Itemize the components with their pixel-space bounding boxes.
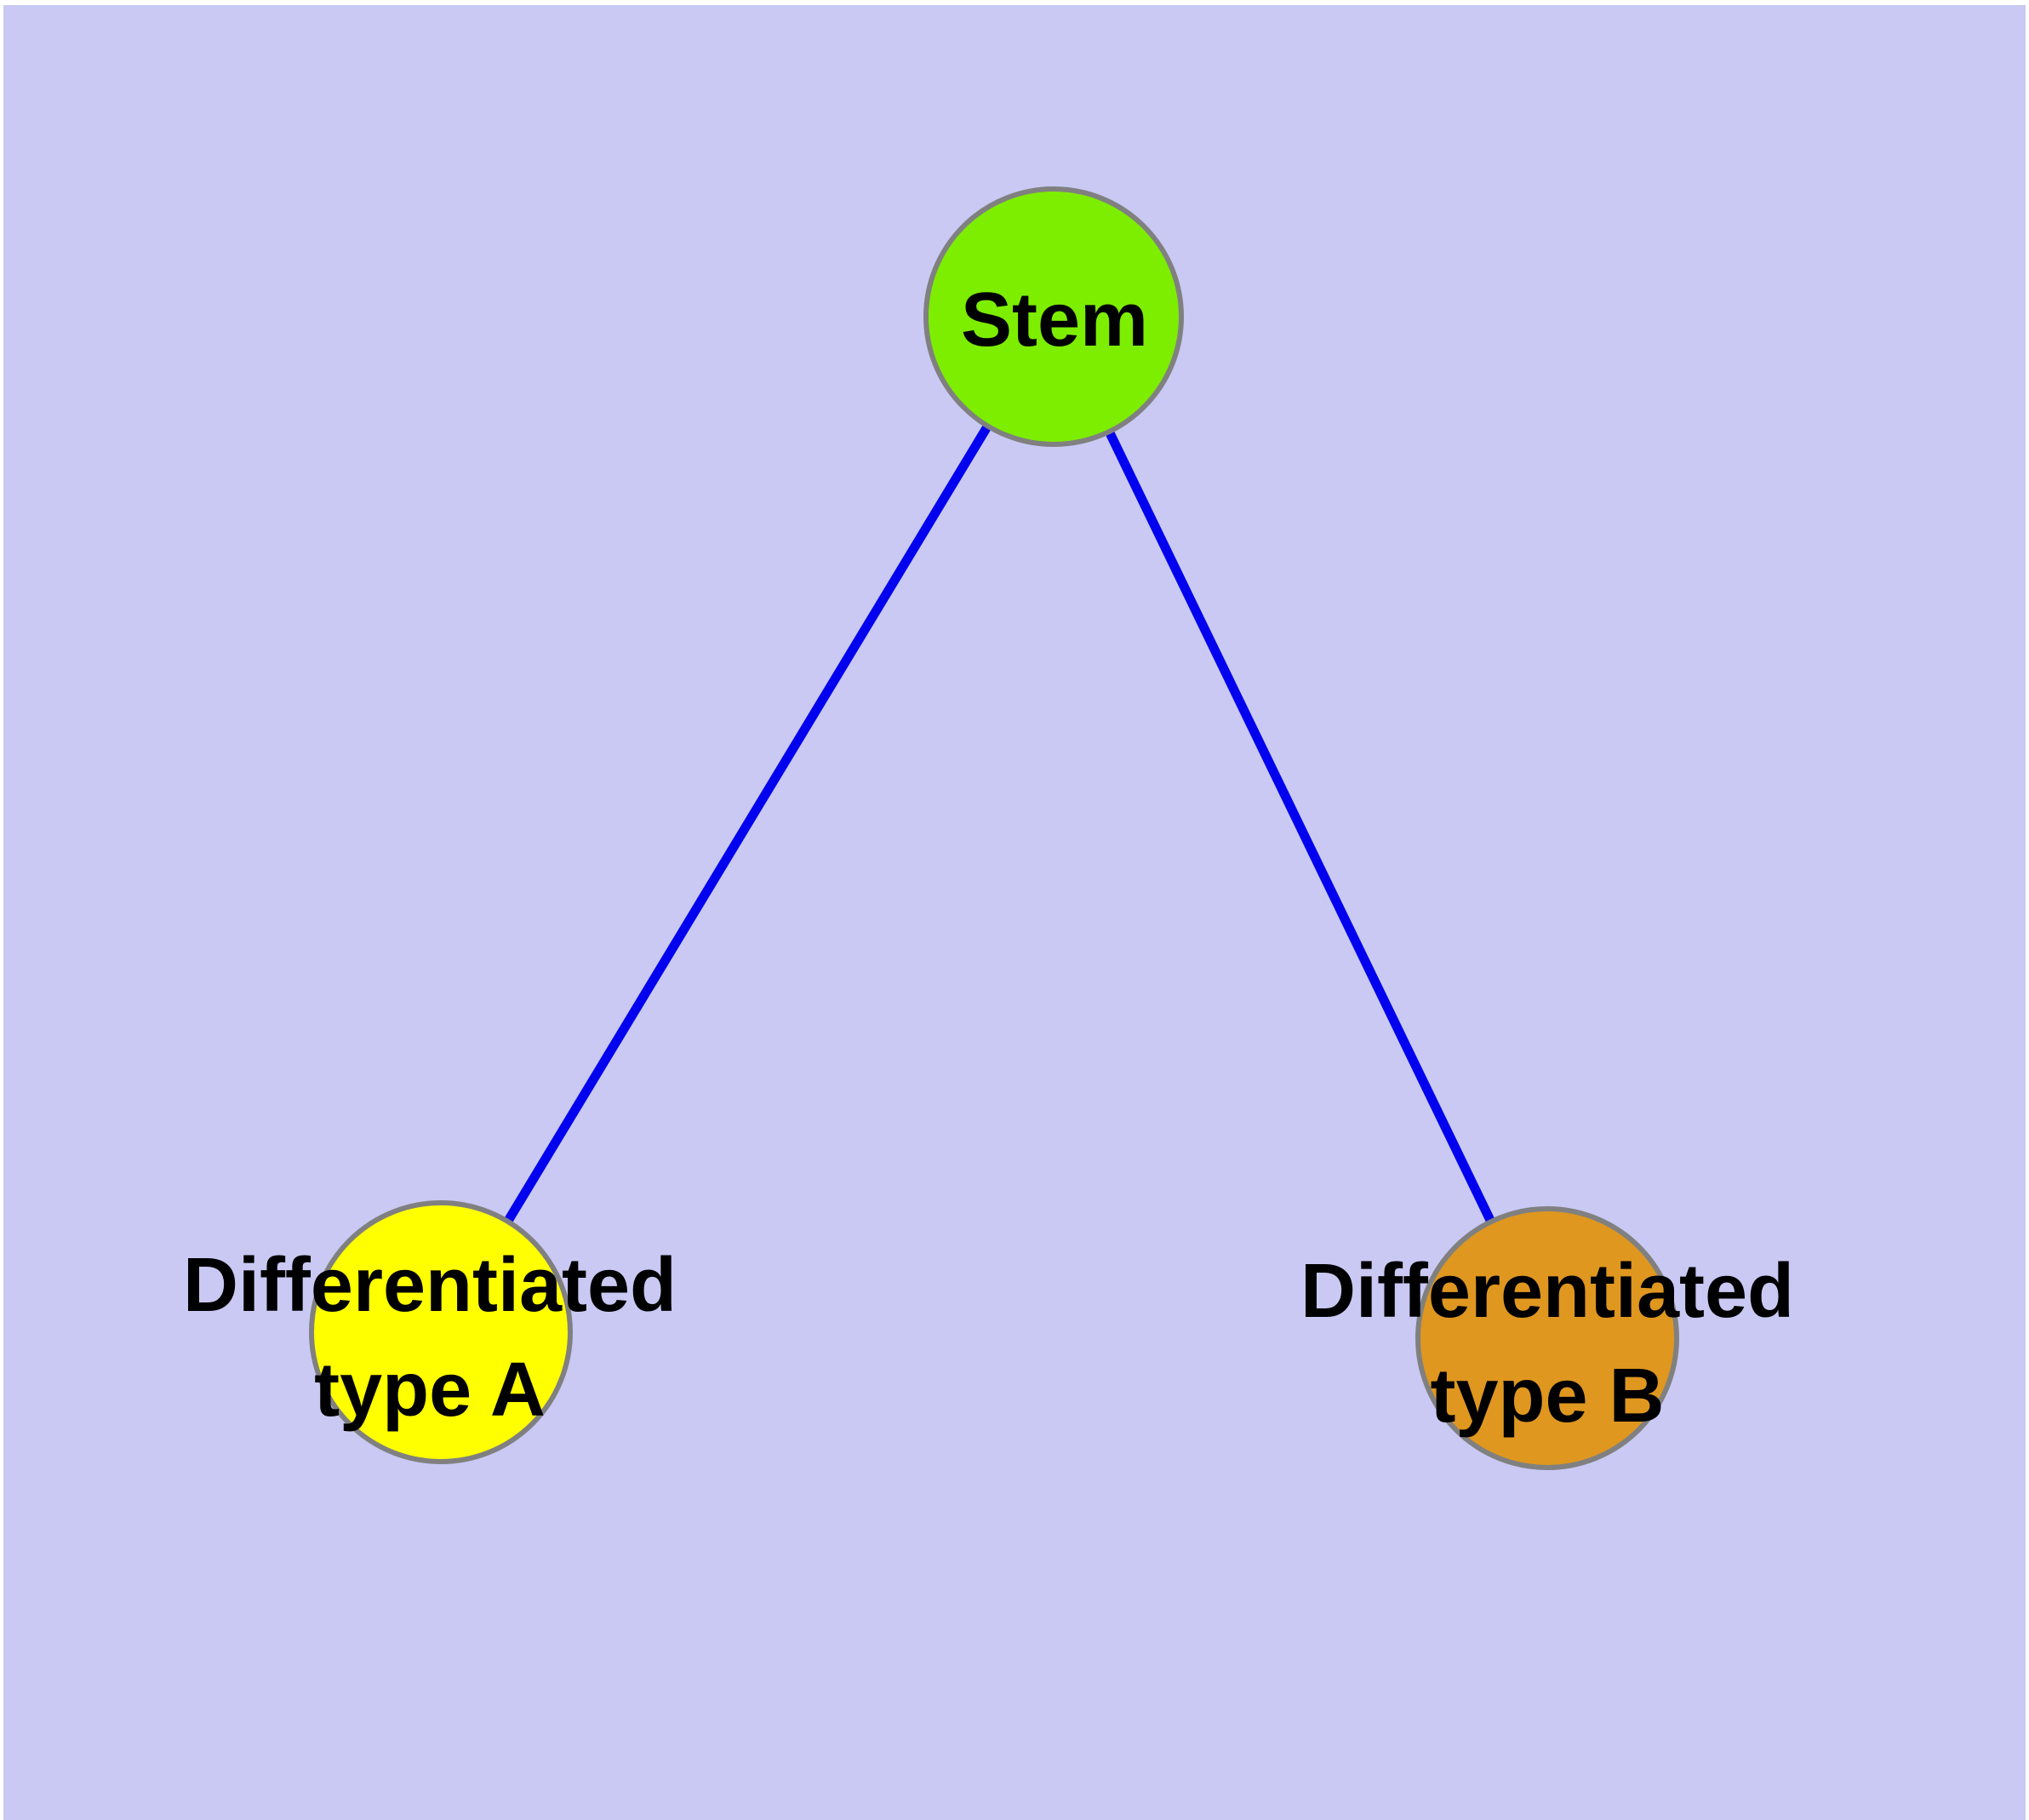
node-type-b-circle	[1415, 1206, 1679, 1470]
node-type-a-label-line2: type A	[314, 1348, 546, 1433]
node-type-a-circle	[309, 1200, 573, 1464]
node-type-a-label-line1: Differentiated	[183, 1243, 677, 1328]
node-type-b-label-line2: type B	[1430, 1354, 1664, 1439]
node-type-b-label-line1: Differentiated	[1300, 1249, 1794, 1334]
node-stem-label: Stem	[961, 278, 1148, 363]
edge-stem-to-type-b	[1049, 314, 1552, 1341]
edge-stem-to-type-a	[437, 314, 1058, 1335]
node-stem-circle	[923, 186, 1184, 447]
